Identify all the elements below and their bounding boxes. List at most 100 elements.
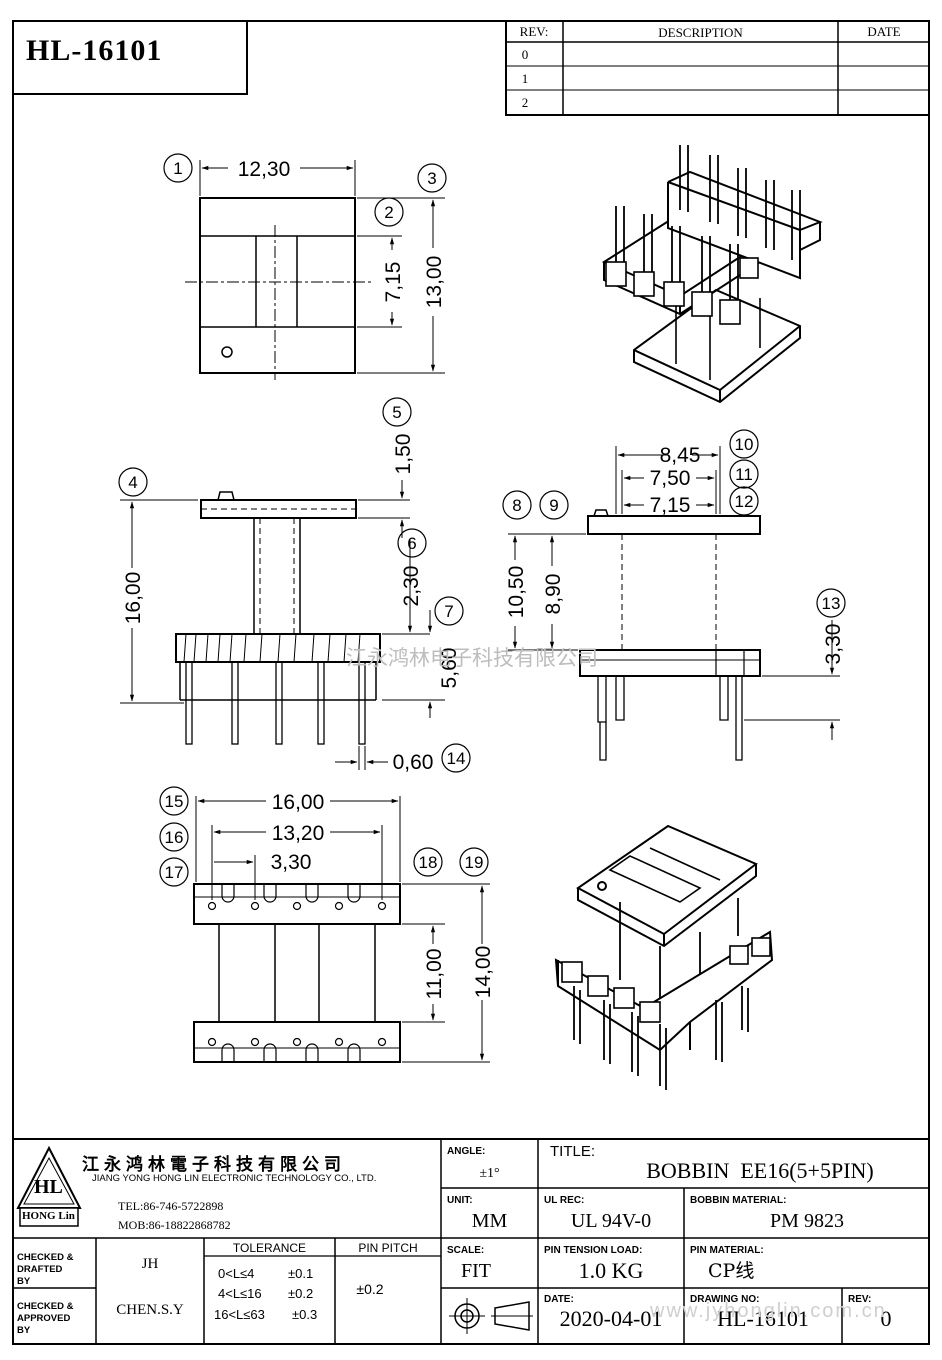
pin-tension-value: 1.0 KG [578,1258,644,1283]
bobbin-material-value: PM 9823 [770,1210,844,1232]
isometric-view-bottom [554,824,774,1090]
dim-3-30-pin: 3,30 [822,624,845,665]
scale-label: SCALE: [447,1245,485,1256]
checked-approved-label: CHECKED & APPROVED BY [17,1301,74,1336]
balloon-16: 16 [165,828,184,847]
checked-drafted-value: JH [141,1256,159,1272]
dim-8-45: 8,45 [660,444,701,467]
top-view [185,160,445,380]
title-block-grid [12,1138,930,1344]
balloon-19: 19 [465,853,484,872]
dim-16-00-height: 16,00 [122,572,145,625]
balloon-4: 4 [128,473,137,492]
dim-1-50: 1,50 [392,434,415,475]
date-header: DATE [867,24,901,39]
watermark-center: 江永鸿林电子科技有限公司 [346,647,598,670]
dim-13-00: 13,00 [423,256,446,309]
balloon-7: 7 [444,602,453,621]
dim-14-00: 14,00 [472,946,495,999]
balloon-13: 13 [822,594,841,613]
ul-rec-value: UL 94V-0 [570,1210,652,1232]
balloon-3: 3 [427,169,436,188]
pin-material-label: PIN MATERIAL: [690,1245,764,1256]
dim-16-00-width: 16,00 [272,791,325,814]
tolerance-label: TOLERANCE [232,1241,307,1255]
dim-7-50: 7,50 [650,467,691,490]
unit-value: MM [471,1210,508,1232]
balloon-1: 1 [173,159,182,178]
company-name-en: JIANG YONG HONG LIN ELECTRONIC TECHNOLOG… [92,1173,377,1184]
tolerance-range-2: 4<L≤16 [218,1286,262,1301]
checked-approved-value: CHEN.S.Y [116,1302,184,1318]
isometric-view-top [601,145,823,404]
tolerance-range-3: 16<L≤63 [214,1307,265,1322]
dim-8-90: 8,90 [542,574,565,615]
description-header: DESCRIPTION [658,25,743,40]
tolerance-value-3: ±0.3 [292,1307,318,1322]
balloon-10: 10 [735,435,754,454]
revision-table-grid [505,20,930,116]
company-tel: TEL:86-746-5722898 [118,1199,224,1213]
title-value: BOBBIN EE16(5+5PIN) [646,1158,874,1183]
rev-label: REV: [848,1294,872,1305]
angle-label: ANGLE: [447,1146,486,1157]
balloon-9: 9 [549,496,558,515]
logo-subtext: HONG Lin [22,1210,75,1222]
logo-mark: HL [34,1176,63,1198]
revision-table: REV: DESCRIPTION DATE 0 1 2 [505,20,930,116]
balloon-2: 2 [384,203,393,222]
drawing-no-label: DRAWING NO: [690,1294,760,1305]
scale-value: FIT [461,1260,491,1282]
bobbin-material-label: BOBBIN MATERIAL: [690,1195,787,1206]
balloon-12: 12 [735,492,754,511]
company-mob: MOB:86-18822868782 [118,1218,231,1232]
dim-2-30: 2,30 [400,566,423,607]
dim-11-00: 11,00 [423,949,446,1000]
rev-row-0: 0 [521,47,529,62]
part-number: HL-16101 [26,34,163,67]
pin-pitch-value: ±0.2 [356,1281,384,1297]
dim-0-60: 0,60 [393,751,434,774]
checked-drafted-label: CHECKED & DRAFTED BY [17,1252,74,1287]
ul-rec-label: UL REC: [544,1195,585,1206]
balloon-15: 15 [165,792,184,811]
front-view [120,480,445,770]
balloon-18: 18 [419,853,438,872]
drawing-no-value: HL-16101 [717,1306,809,1331]
dim-10-50: 10,50 [505,566,528,619]
date-value: 2020-04-01 [559,1306,663,1331]
dimension-labels: 12,30 7,15 13,00 16,00 1,50 2,30 5,60 10… [122,158,845,1000]
balloon-14: 14 [447,749,466,768]
balloon-labels: 1 2 3 4 5 6 7 8 9 10 11 12 13 14 15 16 1… [128,159,840,882]
bottom-view [193,796,490,1063]
balloon-8: 8 [512,496,521,515]
rev-header: REV: [519,24,549,39]
dim-3-30-pitch: 3,30 [271,851,312,874]
dim-12-30: 12,30 [238,158,291,181]
balloon-17: 17 [165,863,184,882]
balloon-11: 11 [735,465,753,484]
rev-row-1: 1 [521,71,529,86]
projection-symbol [443,1292,537,1342]
technical-drawing: 1 2 3 4 5 6 7 8 9 10 11 12 13 14 15 16 1… [118,145,846,1090]
angle-value: ±1° [479,1166,500,1181]
part-number-box [12,20,248,95]
rev-row-2: 2 [521,95,529,110]
dim-7-15-side: 7,15 [650,494,691,517]
tolerance-value-1: ±0.1 [288,1266,314,1281]
drawing-frame [12,20,930,1345]
dim-7-15: 7,15 [382,262,405,303]
date-label: DATE: [544,1294,574,1305]
tolerance-range-1: 0<L≤4 [218,1266,255,1281]
company-logo: HL HONG Lin [16,1145,82,1228]
pin-pitch-label: PIN PITCH [358,1241,418,1255]
company-name-cn: 江永鸿林電子科技有限公司 [82,1155,346,1175]
side-view [508,446,840,761]
unit-label: UNIT: [447,1195,473,1206]
watermark-footer: www.jyhonglin.com.cn [650,1300,887,1322]
pin-material-value: CP线 [708,1260,755,1282]
dim-13-20: 13,20 [272,822,325,845]
dim-5-60: 5,60 [438,648,461,689]
rev-value: 0 [880,1306,892,1331]
tolerance-value-2: ±0.2 [288,1286,314,1301]
